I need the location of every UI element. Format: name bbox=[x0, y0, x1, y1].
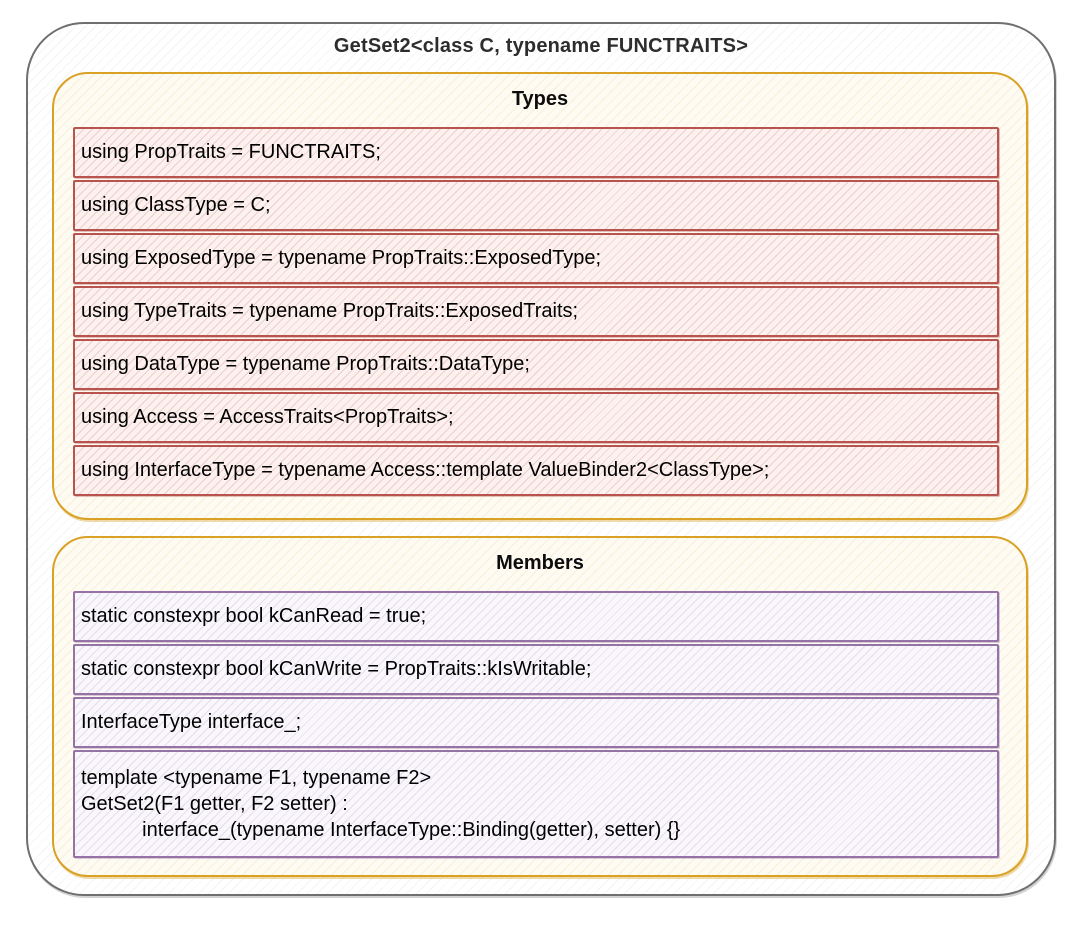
type-row: using ExposedType = typename PropTraits:… bbox=[73, 233, 999, 284]
types-section: Types using PropTraits = FUNCTRAITS; usi… bbox=[52, 72, 1028, 520]
type-row-text: using TypeTraits = typename PropTraits::… bbox=[81, 300, 579, 322]
type-row: using InterfaceType = typename Access::t… bbox=[73, 445, 999, 496]
type-row-text: using ClassType = C; bbox=[81, 194, 271, 216]
code-line: GetSet2(F1 getter, F2 setter) : bbox=[81, 793, 348, 815]
type-row: using TypeTraits = typename PropTraits::… bbox=[73, 286, 999, 337]
member-row: static constexpr bool kCanWrite = PropTr… bbox=[73, 644, 999, 695]
class-title: GetSet2<class C, typename FUNCTRAITS> bbox=[333, 35, 749, 57]
type-row-text: using ExposedType = typename PropTraits:… bbox=[81, 247, 602, 269]
members-section-title: Members bbox=[496, 552, 584, 574]
members-rows: static constexpr bool kCanRead = true; s… bbox=[73, 591, 999, 858]
class-node-getset2: GetSet2<class C, typename FUNCTRAITS> Ty… bbox=[26, 22, 1056, 896]
type-row-text: using PropTraits = FUNCTRAITS; bbox=[81, 141, 381, 163]
type-row: using DataType = typename PropTraits::Da… bbox=[73, 339, 999, 390]
type-row-text: using Access = AccessTraits<PropTraits>; bbox=[81, 406, 454, 428]
code-line: template <typename F1, typename F2> bbox=[81, 767, 432, 789]
member-row-text: static constexpr bool kCanRead = true; bbox=[81, 605, 427, 627]
type-row-text: using InterfaceType = typename Access::t… bbox=[81, 459, 770, 481]
type-row: using PropTraits = FUNCTRAITS; bbox=[73, 127, 999, 178]
member-row-text: InterfaceType interface_; bbox=[81, 711, 302, 733]
type-row: using Access = AccessTraits<PropTraits>; bbox=[73, 392, 999, 443]
types-section-title: Types bbox=[511, 88, 569, 110]
member-row-text: static constexpr bool kCanWrite = PropTr… bbox=[81, 658, 592, 680]
code-line: interface_(typename InterfaceType::Bindi… bbox=[81, 819, 681, 841]
type-row-text: using DataType = typename PropTraits::Da… bbox=[81, 353, 530, 375]
types-rows: using PropTraits = FUNCTRAITS; using Cla… bbox=[73, 127, 999, 496]
member-row: static constexpr bool kCanRead = true; bbox=[73, 591, 999, 642]
members-section: Members static constexpr bool kCanRead =… bbox=[52, 536, 1028, 877]
member-row: InterfaceType interface_; bbox=[73, 697, 999, 748]
type-row: using ClassType = C; bbox=[73, 180, 999, 231]
member-row-constructor: template <typename F1, typename F2> GetS… bbox=[73, 750, 999, 858]
